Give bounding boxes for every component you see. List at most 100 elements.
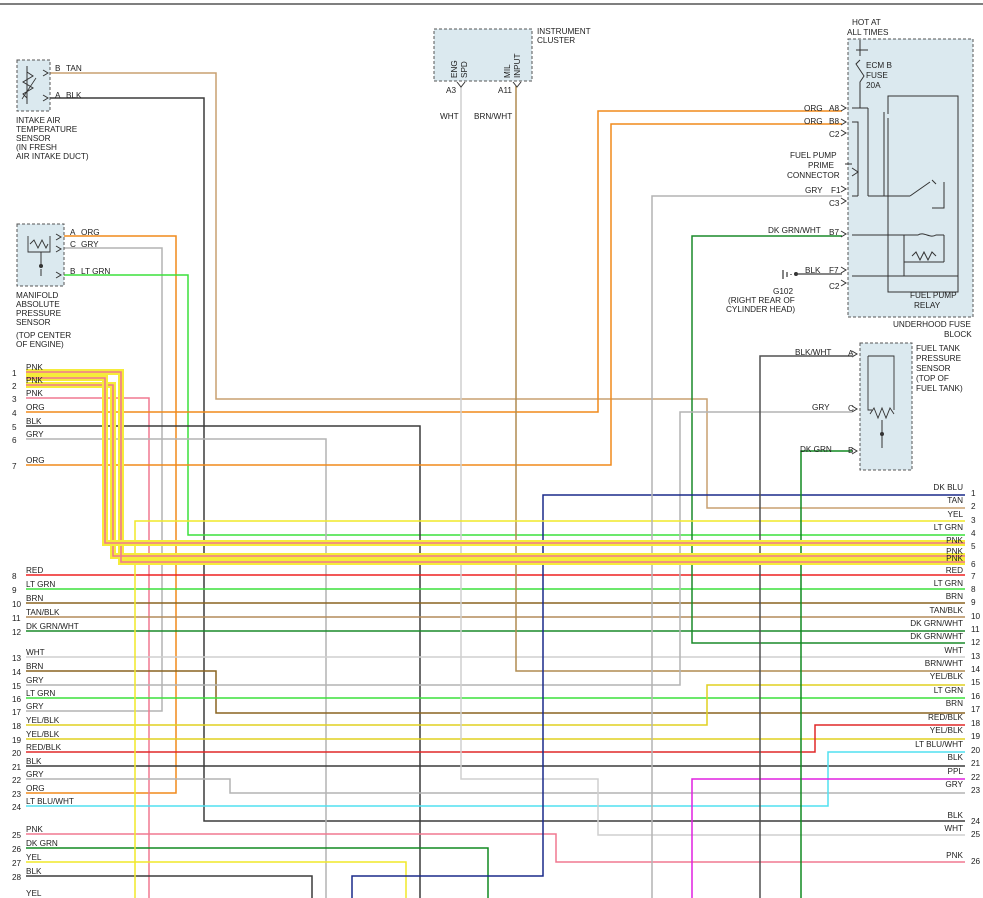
ftp-pin-a-color: BLK/WHT (795, 348, 831, 357)
right-pin-1: 2 (971, 502, 976, 511)
right-pin-6: 6 (971, 560, 976, 569)
left-wire-label-21: GRY (26, 770, 44, 779)
right-wire-label-21: BLK (948, 753, 964, 762)
cluster-wht-label: WHT (440, 112, 459, 121)
wire-18 (26, 670, 965, 714)
right-wire-label-15: YEL/BLK (930, 672, 964, 681)
ftp-pin-a: A (848, 349, 854, 358)
left-wire-label-19: RED/BLK (26, 743, 62, 752)
iat-name-5: AIR INTAKE DUCT) (16, 152, 89, 161)
cluster-input-label: INPUT (513, 53, 522, 78)
prime-connector-3: CONNECTOR (787, 171, 840, 180)
cluster-brnwht-label: BRN/WHT (474, 112, 512, 121)
prime-connector-2: PRIME (808, 161, 834, 170)
left-pin-6: 7 (12, 462, 17, 471)
left-wire-label-23: LT BLU/WHT (26, 797, 74, 806)
iat-name-4: (IN FRESH (16, 143, 57, 152)
fuse-pin-b8: B8 (829, 117, 839, 126)
right-wire-label-8: LT GRN (934, 579, 963, 588)
map-name-6: OF ENGINE) (16, 340, 64, 349)
iat-name-3: SENSOR (16, 134, 51, 143)
fuse-block-name-2: BLOCK (944, 330, 972, 339)
ftp-name-4: (TOP OF (916, 374, 949, 383)
wire-5 (26, 397, 150, 898)
ftp-pin-c-color: GRY (812, 403, 830, 412)
right-pin-17: 17 (971, 705, 981, 714)
left-pin-9: 10 (12, 600, 22, 609)
left-wire-label-15: LT GRN (26, 689, 55, 698)
left-pin-15: 16 (12, 695, 22, 704)
wire-37 (800, 450, 852, 898)
map-pin-c: C (70, 240, 76, 249)
right-pin-12: 12 (971, 638, 981, 647)
right-wire-label-6: PNK (946, 554, 963, 563)
cluster-name-1: INSTRUMENT (537, 27, 591, 36)
map-pin-b-color: LT GRN (81, 267, 110, 276)
right-wire-label-14: BRN/WHT (925, 659, 963, 668)
left-pin-12: 13 (12, 654, 22, 663)
fuel-tank-pressure-sensor: A BLK/WHT C GRY B DK GRN FUEL TANK PRESS… (795, 342, 963, 471)
right-wire-label-18: RED/BLK (928, 713, 964, 722)
left-pin-20: 21 (12, 763, 22, 772)
right-wire-label-13: WHT (944, 646, 963, 655)
right-pin-15: 15 (971, 678, 981, 687)
ftp-name-2: PRESSURE (916, 354, 962, 363)
right-pin-22: 22 (971, 773, 981, 782)
left-wire-label-16: GRY (26, 702, 44, 711)
left-wire-label-3: ORG (26, 403, 45, 412)
map-name-4: SENSOR (16, 318, 51, 327)
right-wire-label-0: DK BLU (933, 483, 963, 492)
fuse-hot-1: HOT AT (852, 18, 881, 27)
wire-layer (26, 72, 965, 898)
ftp-pin-b: B (848, 446, 854, 455)
right-pin-0: 1 (971, 489, 976, 498)
map-sensor: A ORG C GRY B LT GRN MANIFOLD ABSOLUTE P… (16, 223, 110, 349)
wire-2 (26, 235, 177, 794)
fuse-name-2: FUSE (866, 71, 888, 80)
right-pin-18: 18 (971, 719, 981, 728)
right-wire-label-7: RED (946, 566, 963, 575)
left-wire-label-25: DK GRN (26, 839, 58, 848)
wire-29 (26, 847, 489, 898)
map-name-2: ABSOLUTE (16, 300, 60, 309)
right-wire-label-11: DK GRN/WHT (910, 619, 963, 628)
map-name-1: MANIFOLD (16, 291, 58, 300)
right-wire-label-1: TAN (947, 496, 963, 505)
map-name-3: PRESSURE (16, 309, 62, 318)
wire-3 (26, 247, 163, 712)
iat-pin-b: B (55, 64, 61, 73)
fuse-pin-a8: A8 (829, 104, 839, 113)
left-wire-label-4: BLK (26, 417, 42, 426)
left-wire-label-6: ORG (26, 456, 45, 465)
right-wire-label-9: BRN (946, 592, 963, 601)
left-pin-13: 14 (12, 668, 22, 677)
cluster-pin-a11: A11 (498, 86, 512, 95)
left-pin-18: 19 (12, 736, 22, 745)
right-pin-2: 3 (971, 516, 976, 525)
wire-35 (651, 195, 842, 898)
right-pin-21: 21 (971, 759, 981, 768)
left-wire-label-27: BLK (26, 867, 42, 876)
left-pin-22: 23 (12, 790, 22, 799)
iat-name-2: TEMPERATURE (16, 125, 78, 134)
left-wire-label-9: BRN (26, 594, 43, 603)
left-pin-27: 28 (12, 873, 22, 882)
cluster-mil-label: MIL (503, 64, 512, 78)
right-pin-25: 25 (971, 830, 981, 839)
left-wire-label-13: BRN (26, 662, 43, 671)
right-wire-label-3: LT GRN (934, 523, 963, 532)
right-wire-label-25: WHT (944, 824, 963, 833)
ftp-name-5: FUEL TANK) (916, 384, 963, 393)
right-pin-26: 26 (971, 857, 981, 866)
left-wire-label-17: YEL/BLK (26, 716, 60, 725)
iat-name-1: INTAKE AIR (16, 116, 61, 125)
right-pin-7: 7 (971, 572, 976, 581)
wire-17 (515, 86, 965, 672)
fuse-pin-f1: F1 (831, 186, 841, 195)
left-wire-label-18: YEL/BLK (26, 730, 60, 739)
left-pin-5: 6 (12, 436, 17, 445)
left-wire-label-7: RED (26, 566, 43, 575)
fuse-pin-c2b: C2 (829, 282, 840, 291)
right-pin-4: 5 (971, 542, 976, 551)
wire-7 (26, 425, 421, 898)
